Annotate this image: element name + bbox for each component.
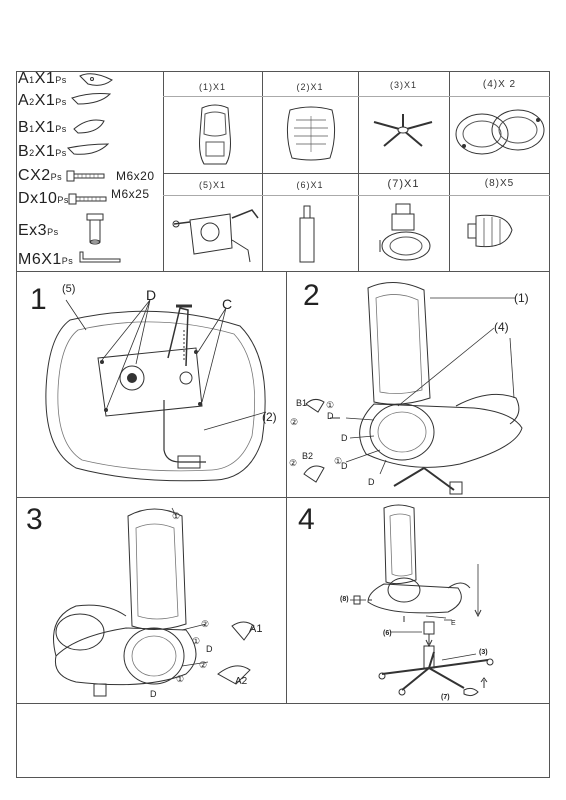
step-3-callout-d1: D xyxy=(206,644,213,654)
component-label-3: (3)X1 xyxy=(389,80,417,90)
step-3-callout-n1a: ① xyxy=(172,511,181,521)
backrest-drawing xyxy=(196,104,234,168)
component-label-6: (6)X1 xyxy=(296,180,324,190)
step-2-callout-n2a: ② xyxy=(290,417,299,427)
step-3-callout-n2b: ② xyxy=(199,660,208,670)
steps-col-divider xyxy=(286,271,287,703)
step-4-drawing xyxy=(338,504,544,700)
bolt-d-drawing xyxy=(68,193,108,205)
armrest-cover-b1-drawing xyxy=(72,117,106,135)
components-row-divider xyxy=(163,173,550,174)
part-c-size: M6x20 xyxy=(116,169,155,183)
step-4-callout-e: E xyxy=(451,620,456,627)
components-header-rule-2 xyxy=(163,195,550,196)
part-c: CX2Ps xyxy=(18,167,63,184)
step-4-callout-7: (7) xyxy=(441,694,450,701)
step-2-callout-n2b: ② xyxy=(289,458,298,468)
star-base-drawing xyxy=(370,112,436,150)
step-4-callout-3: (3) xyxy=(479,649,488,656)
step-2-callout-d2: D xyxy=(341,433,348,443)
step-4-callout-8: (8) xyxy=(340,596,349,603)
part-a2: A2X1Ps xyxy=(18,92,67,109)
bolt-c-drawing xyxy=(66,170,106,182)
gas-cylinder-drawing xyxy=(294,204,320,264)
step-2-callout-b1: B1 xyxy=(296,398,308,408)
components-col-divider-2 xyxy=(358,71,359,271)
part-b1: B1X1Ps xyxy=(18,119,67,136)
step-3-callout-n1b: ① xyxy=(192,636,201,646)
armrests-drawing xyxy=(452,100,548,164)
part-e: Ex3Ps xyxy=(18,222,59,239)
component-label-7: (7)X1 xyxy=(387,178,420,190)
armrest-cover-a1-drawing xyxy=(78,70,114,90)
step-1-drawing xyxy=(36,300,280,496)
step-3-number: 3 xyxy=(26,503,43,536)
step-2-callout-n1b: ① xyxy=(334,456,343,466)
part-d-size: M6x25 xyxy=(111,187,150,201)
component-label-5: (5)X1 xyxy=(198,180,226,190)
step-3-callout-a1: A1 xyxy=(249,623,263,635)
component-label-2: (2)X1 xyxy=(296,82,324,92)
cylinder-cover-drawing xyxy=(372,202,440,264)
components-header-rule-1 xyxy=(163,96,550,97)
step-2-callout-d3: D xyxy=(341,461,348,471)
step-1-callout-2: (2) xyxy=(262,410,277,424)
component-label-8: (8)X5 xyxy=(484,178,515,189)
part-d: Dx10Ps xyxy=(18,190,69,207)
step-2-callout-n1a: ① xyxy=(326,400,335,410)
step-2-callout-b2: B2 xyxy=(302,451,314,461)
component-label-1: (1)X1 xyxy=(198,82,226,92)
armrest-cover-b2-drawing xyxy=(66,142,110,158)
sleeve-e-drawing xyxy=(84,212,106,248)
steps-bottom-divider xyxy=(16,703,550,704)
hex-key-m-drawing xyxy=(78,250,122,264)
seat-cushion-drawing xyxy=(284,106,338,162)
step-2-number: 2 xyxy=(303,279,320,312)
step-1-number: 1 xyxy=(30,283,47,316)
mechanism-drawing xyxy=(172,200,262,266)
step-3-callout-a2: A2 xyxy=(235,676,248,687)
step-3-drawing xyxy=(36,506,282,700)
manual-frame xyxy=(16,71,550,778)
step-2-callout-4: (4) xyxy=(494,320,509,334)
step-2-callout-d4: D xyxy=(368,477,375,487)
step-2-callout-1: (1) xyxy=(514,291,529,305)
step-2-callout-d1: D xyxy=(327,411,334,421)
caster-wheel-drawing xyxy=(466,208,516,254)
part-a1: A1X1Ps xyxy=(18,70,67,87)
step-2-drawing xyxy=(290,278,546,496)
step-4-callout-6: (6) xyxy=(383,630,392,637)
components-col-divider-3 xyxy=(449,71,450,271)
step-3-callout-n1c: ① xyxy=(176,674,185,684)
parts-divider xyxy=(163,71,164,271)
part-m: M6X1Ps xyxy=(18,251,74,268)
steps-top-divider xyxy=(16,271,550,272)
step-3-callout-d2: D xyxy=(150,689,157,699)
components-col-divider-1 xyxy=(262,71,263,271)
armrest-cover-a2-drawing xyxy=(70,90,112,108)
step-1-callout-5: (5) xyxy=(62,283,76,295)
part-b2: B2X1Ps xyxy=(18,143,67,160)
step-1-callout-c: C xyxy=(222,296,233,312)
step-4-number: 4 xyxy=(298,503,315,536)
steps-row-divider xyxy=(16,497,550,498)
component-label-4: (4)X 2 xyxy=(482,79,517,90)
step-1-callout-d: D xyxy=(146,287,157,303)
